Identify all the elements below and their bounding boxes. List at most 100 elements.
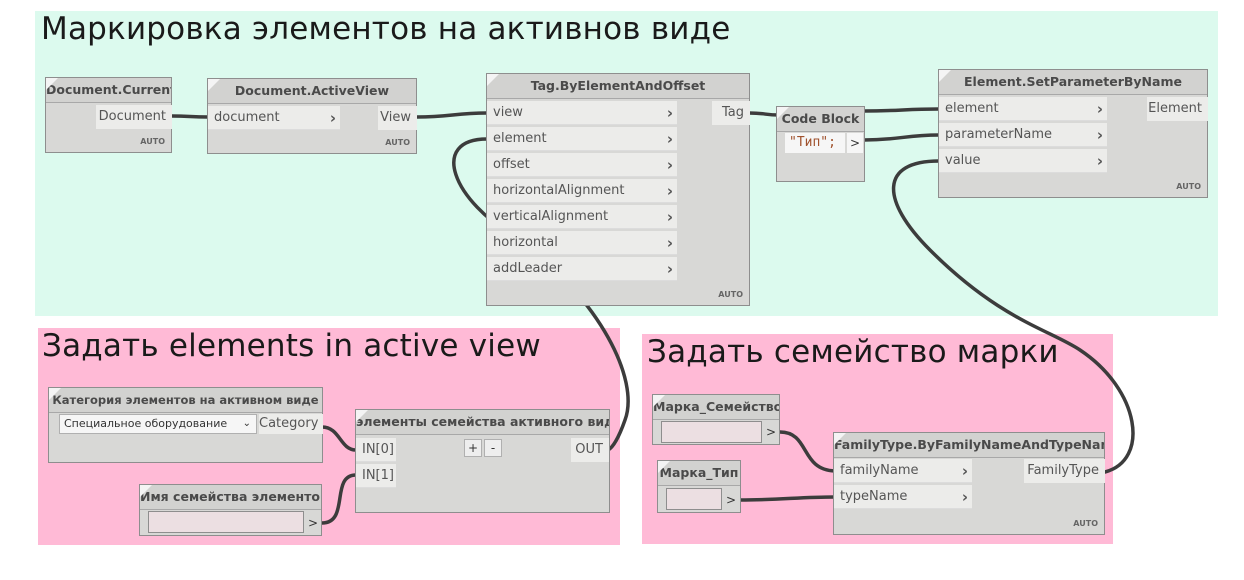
chevron-right-icon[interactable]: › [1096,100,1103,118]
node-familytype-by-name[interactable]: FamilyType.ByFamilyNameAndTypeName famil… [833,432,1105,535]
lacing-auto-label[interactable]: AUTO [1176,182,1201,191]
port-label: horizontalAlignment [493,183,625,198]
port-label: offset [493,157,530,172]
lacing-auto-label[interactable]: AUTO [385,138,410,147]
port-label: Element [1148,101,1202,116]
port-label: horizontal [493,235,558,250]
marka-family-field[interactable] [661,421,762,443]
port-label: parameterName [945,127,1052,142]
output-port-view[interactable]: View [378,106,417,130]
input-port-in1[interactable]: IN[1] [356,464,396,488]
chevron-right-icon[interactable]: › [961,488,968,506]
node-document-activeview[interactable]: Document.ActiveView document › View AUTO [207,78,417,154]
node-title: Tag.ByElementAndOffset [530,78,706,93]
wire [891,159,1135,474]
chevron-right-icon[interactable]: › [666,182,673,200]
category-dropdown[interactable]: Специальное оборудование ⌄ [59,414,257,434]
output-port-familytype[interactable]: FamilyType [1024,459,1105,483]
output-port-element[interactable]: Element [1147,97,1208,121]
node-set-parameter-by-name[interactable]: Element.SetParameterByName element› para… [938,69,1208,198]
wire [738,495,837,502]
output-port-document[interactable]: Document [96,105,172,129]
port-label: Category [259,416,319,431]
wire [320,473,358,525]
node-header[interactable]: элементы семейства активного вида [356,410,609,435]
output-port-tag[interactable]: Tag [712,101,750,125]
group-title: Задать семейство марки [647,334,1059,370]
node-header[interactable]: Document.ActiveView [208,79,416,104]
input-port-offset[interactable]: offset › [487,153,677,177]
wire [320,425,358,452]
add-input-button[interactable]: + [464,439,482,457]
chevron-down-icon[interactable]: ⌄ [242,418,251,429]
port-label: document [214,110,280,125]
node-header[interactable]: Code Block [777,107,864,132]
lacing-auto-label[interactable]: AUTO [1073,519,1098,528]
lacing-auto-label[interactable]: AUTO [140,137,165,146]
input-port-in0[interactable]: IN[0] [356,438,396,462]
port-label: addLeader [493,261,563,276]
node-family-name-input[interactable]: Имя семейства элементов > [139,484,322,536]
input-port-element[interactable]: element› [487,127,677,151]
wire [747,111,781,117]
node-header[interactable]: Tag.ByElementAndOffset [487,74,749,99]
output-port-string[interactable]: > [765,425,777,439]
node-code-block[interactable]: Code Block "Тип"; > [776,106,865,182]
node-header[interactable]: Категория элементов на активном виде [49,388,322,413]
lacing-auto-label[interactable]: AUTO [718,290,743,299]
node-marka-type[interactable]: Марка_Тип > [657,460,741,513]
node-marka-family[interactable]: Марка_Семейство > [652,394,780,445]
chevron-right-icon[interactable]: › [666,260,673,278]
input-port-add-leader[interactable]: addLeader › [487,257,677,281]
input-port-vertical-alignment[interactable]: verticalAlignment› [487,205,677,229]
node-header[interactable]: Имя семейства элементов [140,485,321,510]
output-port-code[interactable]: > [847,133,863,153]
output-port-string[interactable]: > [725,493,737,507]
node-title: Document.ActiveView [234,83,390,98]
chevron-right-icon[interactable]: › [666,130,673,148]
port-label: IN[1] [362,468,394,483]
input-port-family-name[interactable]: familyName› [834,459,972,483]
node-elements-of-family[interactable]: элементы семейства активного вида IN[0] … [355,409,610,513]
port-label: Tag [721,105,744,120]
family-name-field[interactable] [148,511,304,533]
port-label: View [380,110,411,125]
chevron-right-icon[interactable]: › [666,156,673,174]
wire [170,114,210,119]
node-header[interactable]: Element.SetParameterByName [939,70,1207,95]
chevron-right-icon[interactable]: › [666,104,673,122]
chevron-right-icon[interactable]: › [961,462,968,480]
node-document-current[interactable]: Document.Current Document AUTO [45,77,172,153]
node-header[interactable]: Марка_Тип [658,461,740,486]
input-port-value[interactable]: value› [939,149,1107,173]
node-header[interactable]: FamilyType.ByFamilyNameAndTypeName [834,433,1104,458]
output-port-category[interactable]: Category [259,414,323,434]
input-port-view[interactable]: view› [487,101,677,125]
chevron-right-icon[interactable]: › [666,234,673,252]
marka-type-field[interactable] [666,488,722,510]
port-label: Document [98,109,166,124]
output-port-string[interactable]: > [307,516,319,530]
remove-input-button[interactable]: - [484,439,502,457]
chevron-right-icon[interactable]: › [1096,152,1103,170]
input-port-parameter-name[interactable]: parameterName › [939,123,1107,147]
node-header[interactable]: Document.Current [46,78,171,103]
group-title: Маркировка элементов на активнов виде [41,11,731,47]
chevron-right-icon[interactable]: › [1096,126,1103,144]
output-port-out[interactable]: OUT [571,438,609,462]
code-editor[interactable]: "Тип"; [785,133,845,153]
node-tag-by-element-and-offset[interactable]: Tag.ByElementAndOffset view› element› of… [486,73,750,306]
input-port-horizontal[interactable]: horizontal › [487,231,677,255]
chevron-right-icon[interactable]: › [666,208,673,226]
node-title: Element.SetParameterByName [964,74,1182,89]
node-header[interactable]: Марка_Семейство [653,395,779,420]
input-port-horizontal-alignment[interactable]: horizontalAlignment › [487,179,677,203]
node-category[interactable]: Категория элементов на активном виде Спе… [48,387,323,463]
input-port-element[interactable]: element› [939,97,1107,121]
node-title: Марка_Семейство [653,399,779,414]
wire [862,133,941,142]
input-port-type-name[interactable]: typeName› [834,485,972,509]
dropdown-value: Специальное оборудование [64,417,228,430]
input-port-document[interactable]: document › [208,106,340,130]
chevron-right-icon[interactable]: › [329,109,336,127]
